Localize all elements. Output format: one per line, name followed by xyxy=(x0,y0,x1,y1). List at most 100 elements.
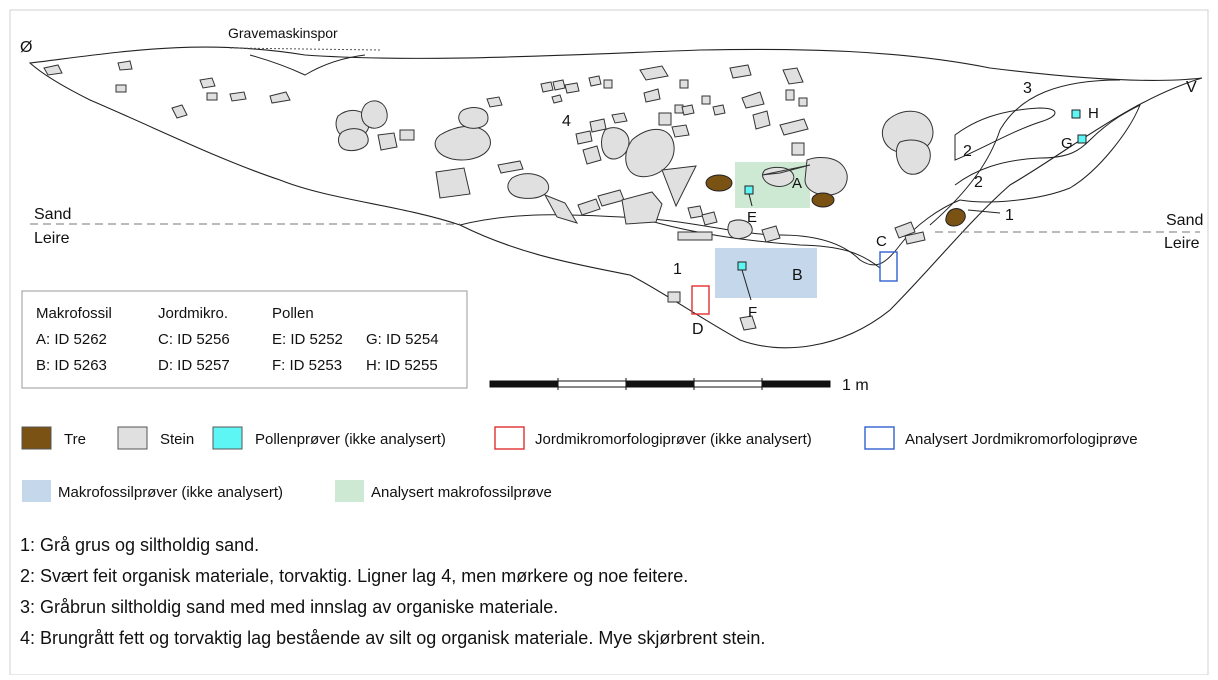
stone xyxy=(798,97,808,107)
excavator-trace xyxy=(249,54,366,76)
stone xyxy=(377,132,398,151)
layer-label-2-upper: 2 xyxy=(963,143,972,160)
label-west: V xyxy=(1186,79,1197,96)
stone xyxy=(564,82,580,94)
stone xyxy=(601,127,630,160)
stone xyxy=(671,124,690,138)
legend-swatch-stein xyxy=(117,426,148,450)
label-sand-right: Sand xyxy=(1166,212,1203,229)
stone xyxy=(115,84,127,93)
stone xyxy=(741,91,765,109)
id-table-header: Jordmikro. xyxy=(158,305,228,322)
legend-label-tre: Tre xyxy=(64,431,86,448)
stone xyxy=(552,79,566,91)
sample-label-f: F xyxy=(748,304,757,321)
layer-description-4: 4: Brungrått fett og torvaktig lag bestå… xyxy=(20,628,766,648)
sample-label-c: C xyxy=(876,233,887,250)
stone xyxy=(667,291,681,303)
wood xyxy=(705,174,733,192)
sample-e-square xyxy=(744,185,754,195)
stone xyxy=(895,139,931,175)
stone xyxy=(229,91,247,102)
stone xyxy=(762,166,795,187)
sample-label-a: A xyxy=(792,175,802,192)
id-table-cell: A: ID 5262 xyxy=(36,331,107,348)
stones xyxy=(43,60,934,331)
legend-label-jordmikro: Jordmikromorfologiprøver (ikke analysert… xyxy=(535,431,812,448)
layer-label-1-left: 1 xyxy=(673,261,682,278)
sample-d-rect xyxy=(691,285,710,315)
wood-pieces xyxy=(705,174,966,227)
layer-boundary-right-2 xyxy=(954,107,1056,161)
stone xyxy=(269,91,291,104)
stone xyxy=(399,129,415,141)
sample-label-h: H xyxy=(1088,105,1099,122)
stone xyxy=(687,205,704,219)
stone xyxy=(582,145,602,165)
sample-g-square xyxy=(1077,134,1087,144)
id-table-cell: H: ID 5255 xyxy=(366,357,438,374)
wood xyxy=(811,192,835,208)
stone xyxy=(677,231,713,241)
sample-f-square xyxy=(737,261,747,271)
label-sand-left: Sand xyxy=(34,206,71,223)
legend-swatch-makro xyxy=(22,480,51,502)
stone xyxy=(712,104,726,116)
legend-swatch-jordmikro-analysed xyxy=(864,426,895,450)
stone xyxy=(791,142,805,156)
layer-description-3: 3: Gråbrun siltholdig sand med med innsl… xyxy=(20,597,559,617)
stone xyxy=(540,81,554,93)
sample-label-d: D xyxy=(692,321,704,338)
id-table-cell: E: ID 5252 xyxy=(272,331,343,348)
legend: Tre Stein Pollenprøver (ikke analysert) … xyxy=(21,426,1138,502)
layer-label-4: 4 xyxy=(562,113,571,130)
stone xyxy=(894,221,916,239)
stone xyxy=(621,191,663,225)
stone xyxy=(199,77,216,89)
stone xyxy=(752,110,771,130)
layer-boundary-right-1 xyxy=(929,79,1121,226)
legend-swatch-tre xyxy=(21,426,52,450)
scale-label: 1 m xyxy=(842,377,869,394)
stone xyxy=(674,104,684,114)
layer-descriptions: 1: Grå grus og siltholdig sand. 2: Svært… xyxy=(20,530,1200,654)
label-clay-right: Leire xyxy=(1164,235,1200,252)
legend-label-pollen: Pollenprøver (ikke analysert) xyxy=(255,431,446,448)
legend-swatch-makro-analysed xyxy=(335,480,364,502)
stone xyxy=(361,100,388,129)
stone xyxy=(43,64,63,76)
stone xyxy=(435,167,471,199)
stone xyxy=(761,225,781,243)
stone xyxy=(507,173,550,199)
stone xyxy=(779,118,809,136)
label-east: Ø xyxy=(20,39,32,56)
stone xyxy=(206,92,218,101)
stone xyxy=(497,160,524,174)
stone xyxy=(171,104,188,119)
layer-boundary-lower-right xyxy=(639,217,881,269)
layer-label-2-lower: 2 xyxy=(974,174,983,191)
stone xyxy=(611,112,628,124)
stone xyxy=(543,194,579,224)
legend-label-stein: Stein xyxy=(160,431,194,448)
sample-label-e: E xyxy=(747,209,757,226)
stone xyxy=(643,88,661,103)
stone xyxy=(603,79,613,89)
label-excavator-trace: Gravemaskinspor xyxy=(228,25,338,41)
stone xyxy=(577,198,601,216)
legend-swatch-pollen xyxy=(212,426,243,450)
label-clay-left: Leire xyxy=(34,230,70,247)
legend-swatch-jordmikro xyxy=(494,426,525,450)
id-table-box xyxy=(21,290,468,389)
id-table-header: Makrofossil xyxy=(36,305,112,322)
stone xyxy=(117,60,133,71)
excavator-dotted-line xyxy=(229,47,381,51)
stone xyxy=(661,165,697,208)
stone xyxy=(588,75,602,87)
stone xyxy=(338,128,369,151)
legend-label-jordmikro-analysed: Analysert Jordmikromorfologiprøve xyxy=(905,431,1138,448)
id-table-cell: B: ID 5263 xyxy=(36,357,107,374)
stone xyxy=(739,315,757,331)
